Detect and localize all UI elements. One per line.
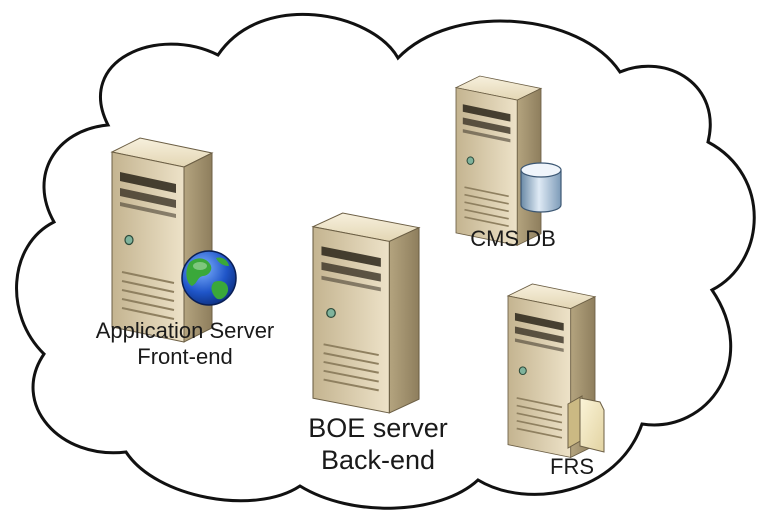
application-server-label-line2: Front-end <box>137 344 233 370</box>
cms-db-label-line1: CMS DB <box>470 226 556 251</box>
application-server-label: Application Server Front-end <box>55 318 315 371</box>
database-icon <box>520 162 562 213</box>
application-server-label-line1: Application Server <box>95 318 275 343</box>
frs-label-line1: FRS <box>550 454 594 479</box>
globe-icon <box>181 250 237 306</box>
boe-server-label-line1: BOE server <box>308 413 448 443</box>
frs-label: FRS <box>522 454 622 480</box>
boe-server-icon <box>311 211 421 414</box>
folder-icon <box>567 395 605 453</box>
boe-server-label-line2: Back-end <box>320 445 436 476</box>
boe-server-label: BOE server Back-end <box>268 412 488 477</box>
cms-db-label: CMS DB <box>448 226 578 252</box>
application-server-icon <box>111 137 213 343</box>
cms-db-server-icon <box>455 75 542 247</box>
